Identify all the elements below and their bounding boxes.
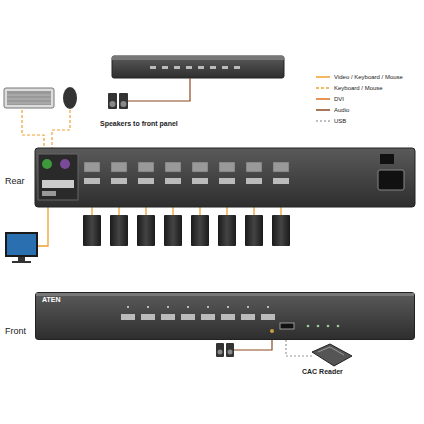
speakers bbox=[216, 343, 234, 357]
keyboard bbox=[4, 88, 54, 108]
computers bbox=[83, 215, 290, 246]
speakers bbox=[108, 93, 128, 109]
legend-sample bbox=[316, 98, 330, 100]
front-panel-device: ATEN bbox=[35, 292, 415, 340]
cac-reader bbox=[312, 344, 352, 366]
legend-text: DVI bbox=[334, 95, 344, 103]
legend-sample bbox=[316, 87, 330, 89]
legend-text: Audio bbox=[334, 106, 349, 114]
section-label: Rear bbox=[5, 176, 25, 186]
legend-sample bbox=[316, 120, 330, 122]
mouse bbox=[63, 87, 77, 109]
legend-sample bbox=[316, 109, 330, 111]
legend-text: USB bbox=[334, 117, 346, 125]
legend-text: Keyboard / Mouse bbox=[334, 84, 383, 92]
device-label: CAC Reader bbox=[302, 368, 343, 375]
legend-sample bbox=[316, 76, 330, 78]
monitor bbox=[5, 232, 38, 263]
section-label: Front bbox=[5, 326, 26, 336]
rear-panel bbox=[35, 148, 415, 207]
top-device bbox=[112, 56, 284, 78]
legend-text: Video / Keyboard / Mouse bbox=[334, 73, 403, 81]
panel-details bbox=[36, 293, 414, 339]
caption-label: Speakers to front panel bbox=[100, 120, 178, 127]
brand-logo: ATEN bbox=[36, 293, 61, 303]
